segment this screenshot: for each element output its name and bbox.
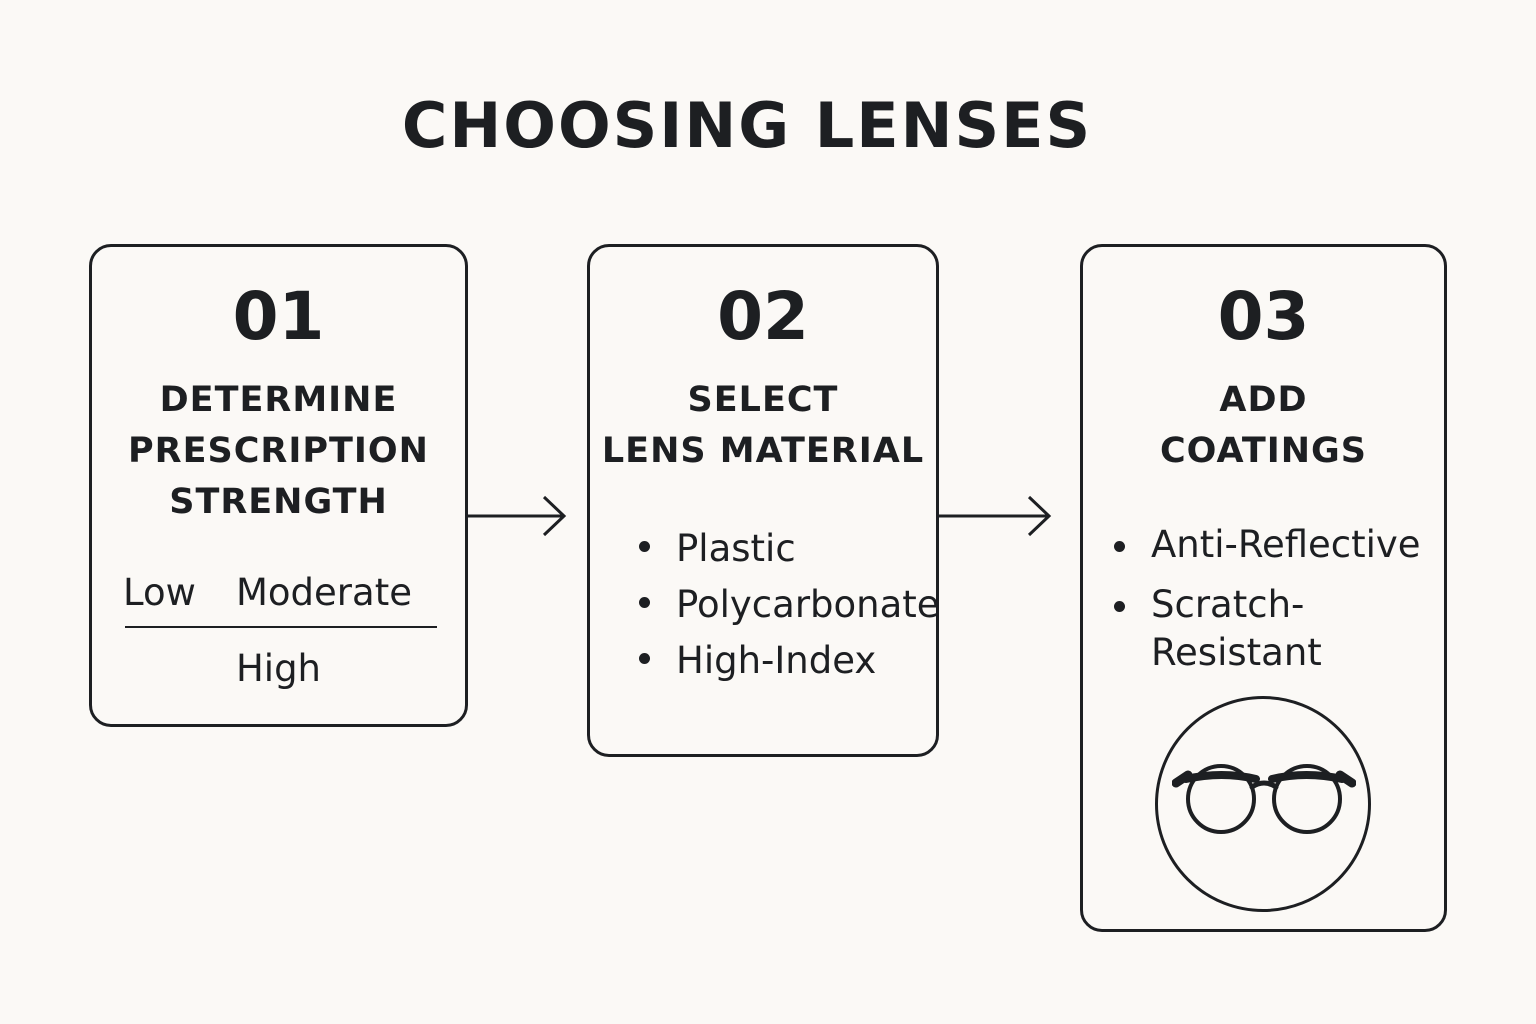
step-heading-line: ADD bbox=[1219, 380, 1308, 420]
step-heading-line: SELECT bbox=[687, 380, 839, 420]
list-item: High-Index bbox=[639, 633, 940, 689]
step-card-determine-prescription: 01 DETERMINE PRESCRIPTION STRENGTH Low M… bbox=[89, 244, 468, 727]
scale-label-low: Low bbox=[123, 571, 196, 614]
step-heading-line: DETERMINE bbox=[159, 380, 398, 420]
list-item: Plastic bbox=[639, 521, 940, 577]
step-card-select-material: 02 SELECT LENS MATERIAL Plastic Polycarb… bbox=[587, 244, 940, 757]
step-heading: DETERMINE PRESCRIPTION STRENGTH bbox=[92, 375, 465, 528]
list-item: Scratch-Resistant bbox=[1114, 581, 1441, 677]
step-heading-line: PRESCRIPTION bbox=[128, 431, 429, 471]
step-number: 02 bbox=[717, 278, 809, 355]
step-heading-line: LENS MATERIAL bbox=[601, 431, 925, 471]
material-list: Plastic Polycarbonate High-Index bbox=[639, 521, 940, 689]
scale-divider bbox=[125, 626, 437, 628]
step-heading-line: STRENGTH bbox=[169, 482, 388, 522]
list-item: Polycarbonate bbox=[639, 577, 940, 633]
step-heading-line: COATINGS bbox=[1160, 431, 1367, 471]
eyeglasses-icon bbox=[1172, 764, 1356, 834]
scale-label-high: High bbox=[235, 647, 322, 690]
list-item: Anti-Reflective bbox=[1114, 521, 1441, 569]
arrow-right-icon bbox=[939, 495, 1052, 537]
arrow-right-icon bbox=[468, 495, 567, 537]
step-heading: ADD COATINGS bbox=[1083, 375, 1444, 477]
step-number: 01 bbox=[232, 278, 325, 355]
page-title: CHOOSING LENSES bbox=[401, 89, 1093, 162]
step-heading: SELECT LENS MATERIAL bbox=[590, 375, 936, 477]
coating-list: Anti-Reflective Scratch-Resistant bbox=[1114, 521, 1441, 689]
step-card-add-coatings: 03 ADD COATINGS Anti-Reflective Scratch-… bbox=[1080, 244, 1447, 932]
step-number: 03 bbox=[1217, 278, 1310, 355]
eyeglasses-badge bbox=[1155, 696, 1371, 912]
scale-label-moderate: Moderate bbox=[236, 571, 412, 614]
